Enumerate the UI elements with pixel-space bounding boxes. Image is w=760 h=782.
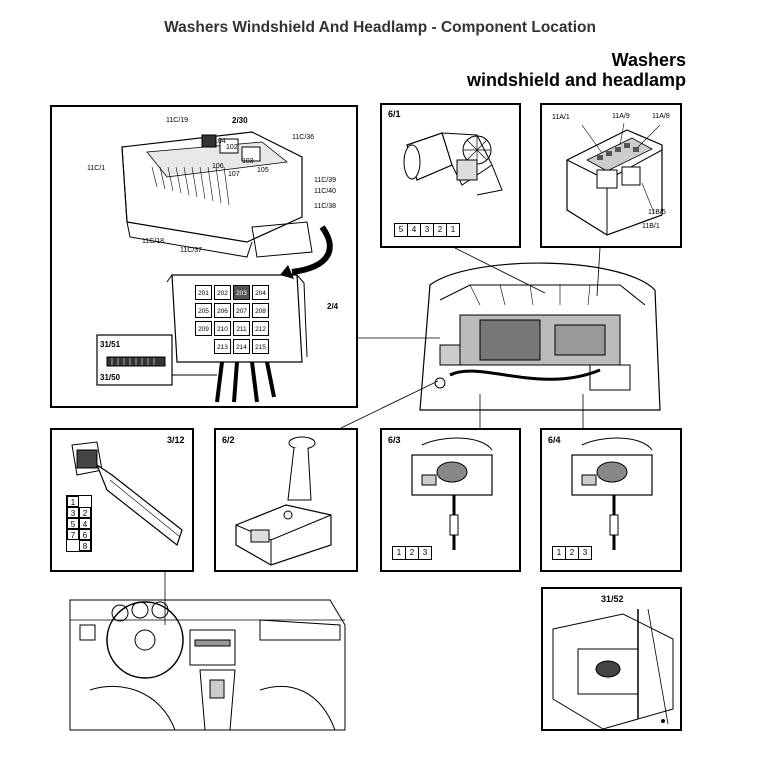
callout-11a-8: 11A/8: [652, 113, 670, 120]
switch-label: 3/12: [167, 435, 185, 445]
pin: 3: [582, 548, 588, 557]
ground-label: 31/52: [601, 594, 624, 604]
callout-11c-40: 11C/40: [314, 188, 337, 195]
fuse-215: 215: [252, 339, 269, 354]
fuse-201: 201: [195, 285, 212, 300]
callout-11c-39: 11C/39: [314, 177, 337, 184]
callout-2-4: 2/4: [327, 302, 339, 311]
headlamp-washer-left-label: 6/3: [388, 435, 401, 445]
callout-11c-18: 11C/18: [142, 238, 165, 245]
fuse-204: 204: [252, 285, 269, 300]
fuse-206: 206: [214, 303, 231, 318]
callout-103: 103: [242, 158, 254, 165]
pin: 2: [566, 547, 579, 559]
relay-panel: 11A/1 11A/9 11A/8 11B/5 11B/1: [540, 103, 682, 248]
pin: 2: [79, 507, 91, 518]
headlamp-washer-left-panel: 6/3 1 2 3: [380, 428, 521, 572]
section-heading: Washers: [611, 50, 686, 70]
pin: 3: [67, 507, 79, 518]
pin: 1: [450, 225, 456, 234]
switch-panel: 3/12 1 3 2 5 4 7 6 8: [50, 428, 194, 572]
callout-2-30: 2/30: [232, 116, 248, 125]
page-title: Washers Windshield And Headlamp - Compon…: [164, 19, 596, 36]
fuse-211: 211: [233, 321, 250, 336]
callout-31-51: 31/51: [100, 340, 121, 349]
washer-motor-connector: 5 4 3 2 1: [394, 223, 460, 237]
headlamp-washer-right-label: 6/4: [548, 435, 561, 445]
pin: 5: [395, 224, 408, 236]
pin: 2: [406, 547, 419, 559]
fuse-203: 203: [233, 285, 250, 300]
fuse-210: 210: [214, 321, 231, 336]
fuse-202: 202: [214, 285, 231, 300]
reservoir-panel: 6/2: [214, 428, 358, 572]
callout-104: 104: [214, 138, 226, 145]
headlamp-washer-left-drawing: [411, 437, 493, 550]
fuse-208: 208: [252, 303, 269, 318]
fuse-212: 212: [252, 321, 269, 336]
callout-11c-1: 11C/1: [87, 165, 106, 172]
callout-106: 106: [212, 163, 224, 170]
callout-11c-36: 11C/36: [292, 134, 315, 141]
callout-11c-19: 11C/19: [166, 117, 189, 124]
callout-31-50: 31/50: [100, 373, 121, 382]
pin: 7: [67, 529, 79, 540]
callout-102: 102: [226, 144, 238, 151]
headlamp-washer-left-connector: 1 2 3: [392, 546, 432, 560]
pin: 1: [393, 547, 406, 559]
reservoir-label: 6/2: [222, 435, 235, 445]
fuse-214: 214: [233, 339, 250, 354]
callout-11a-9: 11A/9: [612, 113, 630, 120]
callout-11b-5: 11B/5: [648, 209, 666, 216]
fuse-213: 213: [214, 339, 231, 354]
pin: 6: [79, 529, 91, 540]
pin: [79, 496, 91, 507]
pin: 1: [67, 496, 79, 507]
fuse-205: 205: [195, 303, 212, 318]
pin: 4: [79, 518, 91, 529]
headlamp-washer-right-connector: 1 2 3: [552, 546, 592, 560]
switch-drawing: [71, 441, 183, 546]
washer-motor-label: 6/1: [388, 109, 401, 119]
pin: 3: [422, 548, 428, 557]
pin: [67, 540, 79, 551]
ground-drawing: [552, 608, 674, 730]
ground-panel: 31/52: [541, 587, 682, 731]
pin: 8: [79, 540, 91, 551]
headlamp-washer-right-drawing: [571, 437, 653, 550]
switch-connector: 1 3 2 5 4 7 6 8: [66, 495, 92, 552]
washer-motor-panel: 6/1 5 4 3 2 1: [380, 103, 521, 248]
pin: 1: [553, 547, 566, 559]
headlamp-washer-right-panel: 6/4 1 2 3: [540, 428, 682, 572]
pin: 5: [67, 518, 79, 529]
pin: 4: [408, 224, 421, 236]
fusebox-panel: 201 202 203 204 205 206 207 208 209 210 …: [50, 105, 358, 408]
callout-11a-1: 11A/1: [552, 114, 570, 121]
reservoir-drawing: [235, 436, 332, 566]
fusebox-drawing: [96, 131, 333, 403]
fuse-209: 209: [195, 321, 212, 336]
pin: 3: [421, 224, 434, 236]
callout-11c-38: 11C/38: [314, 203, 337, 210]
section-subheading: windshield and headlamp: [466, 70, 686, 90]
relay-drawing: [566, 122, 663, 236]
callout-11b-1: 11B/1: [642, 223, 660, 230]
callout-107: 107: [228, 171, 240, 178]
washer-motor-drawing: [403, 132, 503, 196]
pin: 2: [434, 224, 447, 236]
fuse-207: 207: [233, 303, 250, 318]
callout-11c-37: 11C/37: [180, 247, 203, 254]
callout-105: 105: [257, 167, 269, 174]
